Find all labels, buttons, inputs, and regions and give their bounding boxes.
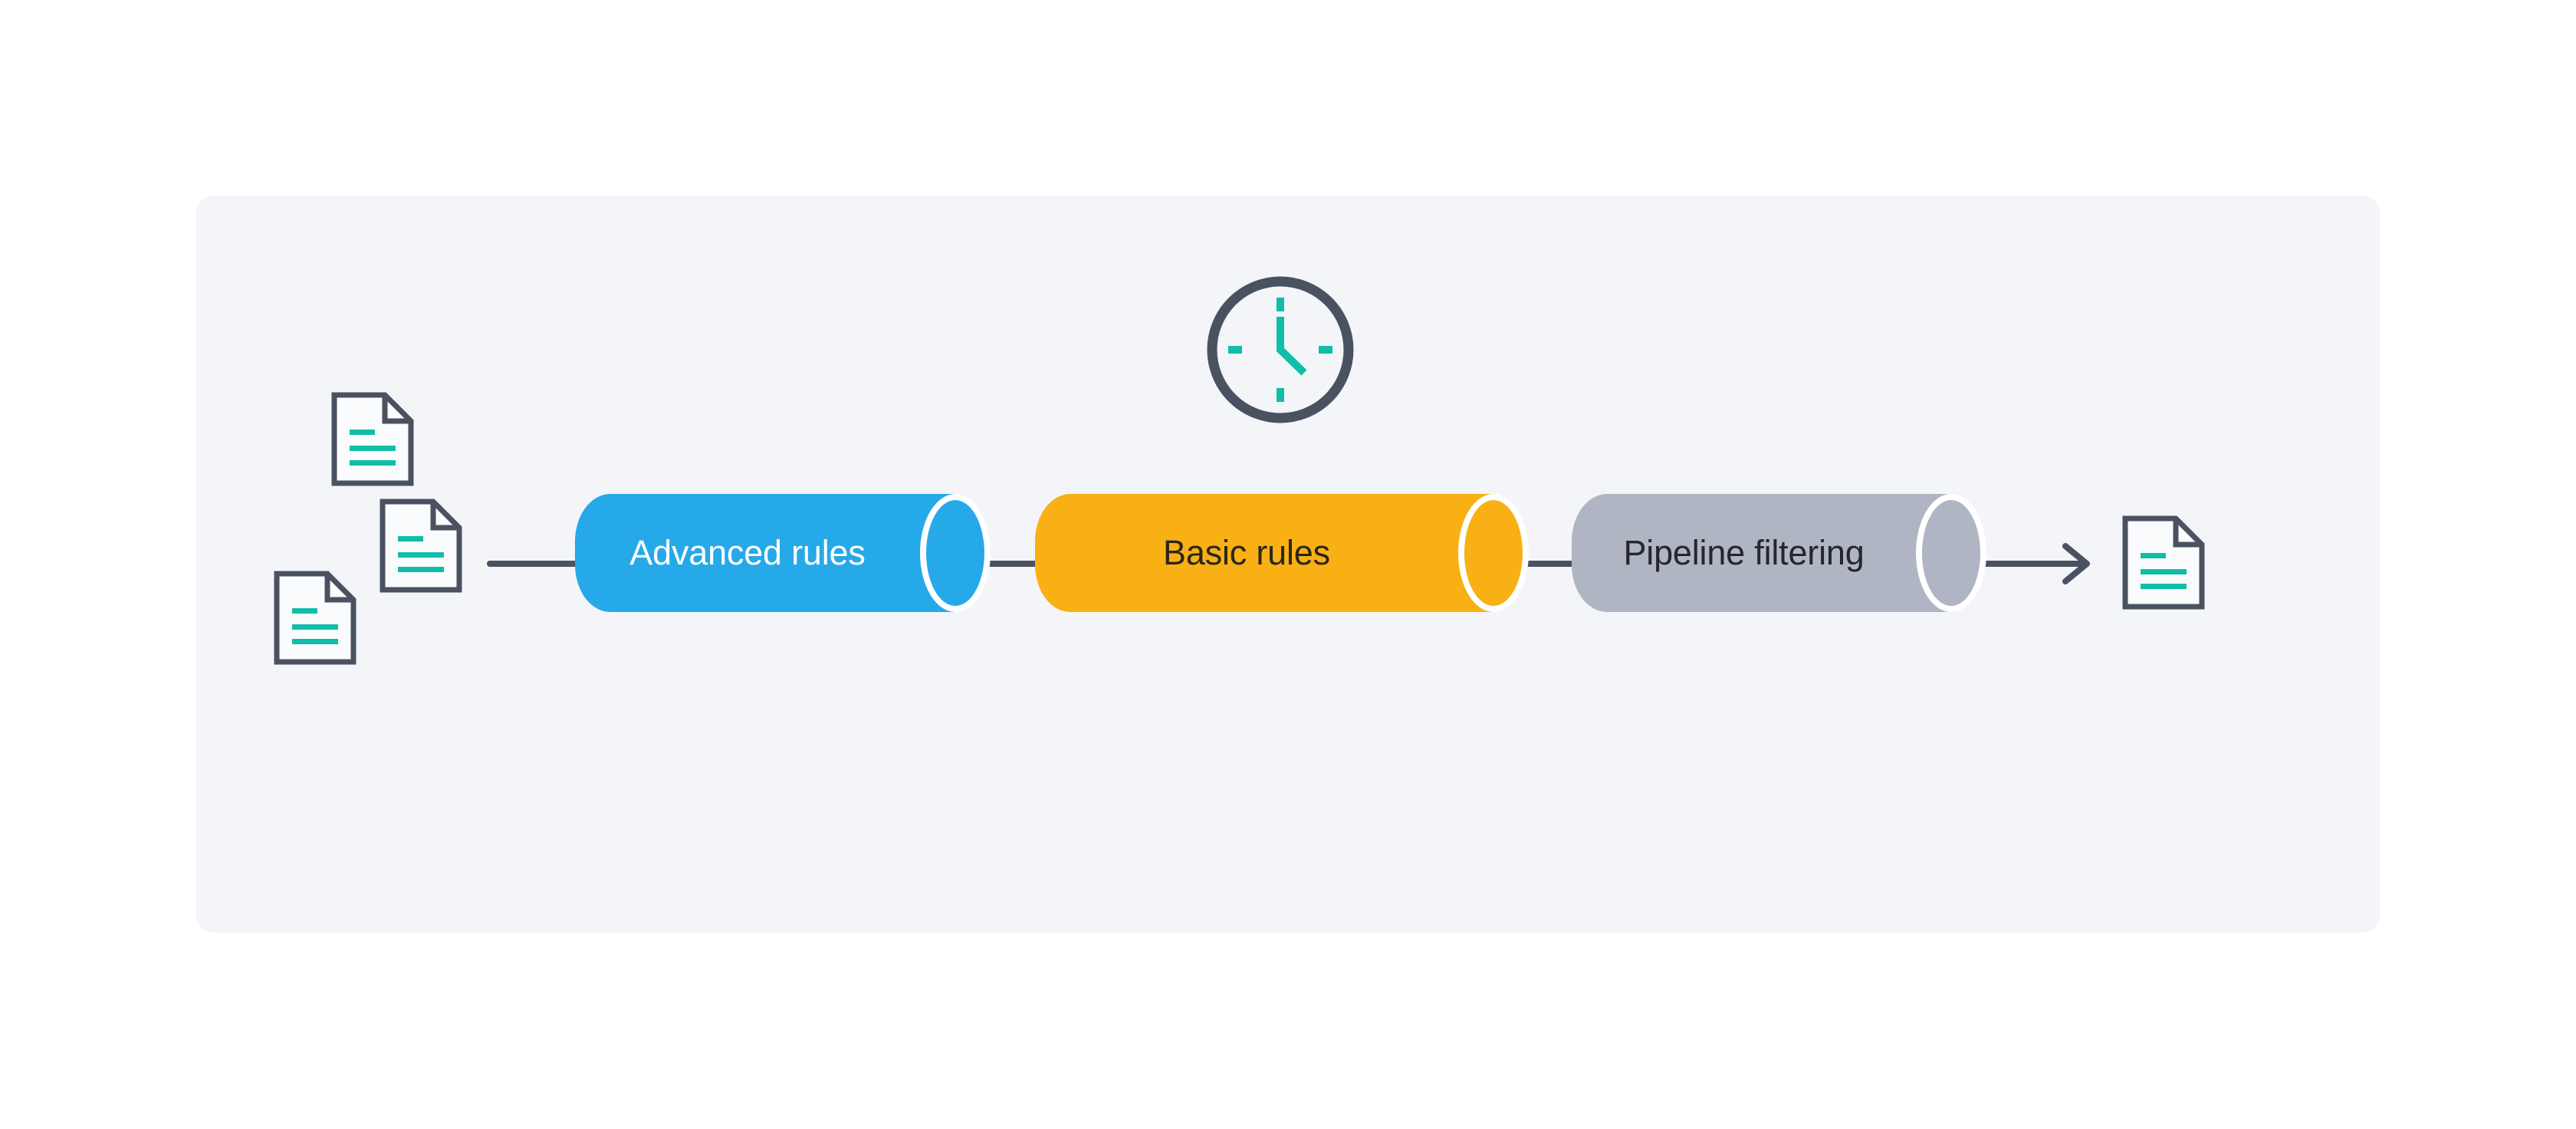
clock-hands [1276,317,1307,376]
cylinder-body [1572,494,1951,612]
document-outline [274,571,356,665]
document-icon [380,499,462,593]
document-text-line [292,639,338,644]
cylinder-body [1035,494,1493,612]
document-text-line [292,608,317,614]
arrow-right-icon [1980,543,2090,584]
document-text-line [2141,584,2187,589]
document-text-line [2141,553,2166,558]
cylinder-cap [1458,494,1529,612]
stage-advanced-rules: Advanced rules [575,494,991,612]
stage-basic-rules: Basic rules [1035,494,1529,612]
document-fold [2173,518,2202,548]
document-text-line [398,552,444,558]
cylinder-cap [1916,494,1986,612]
cylinder-cap [920,494,991,612]
stage-pipeline-filtering: Pipeline filtering [1572,494,1986,612]
document-icon [331,392,414,486]
stage-label: Pipeline filtering [1623,533,1865,572]
document-outline [2122,515,2205,610]
document-text-line [350,460,396,466]
document-text-line [398,567,444,572]
document-fold [324,574,353,603]
stage-label: Basic rules [1163,533,1330,572]
connector-line [487,561,580,567]
document-outline [380,499,462,593]
clock-ring [1207,276,1354,423]
document-outline [331,392,414,486]
document-text-line [292,624,338,630]
cylinder-body [575,494,955,612]
document-fold [382,395,411,424]
document-text-line [350,446,396,451]
document-icon [274,571,356,665]
document-text-line [350,430,375,435]
connector-line [986,561,1040,567]
document-text-line [398,536,423,541]
connector-line [1524,561,1576,567]
document-fold [430,502,459,531]
stage-label: Advanced rules [629,533,866,572]
clock-icon [1207,276,1354,423]
document-icon [2122,515,2205,610]
document-text-line [2141,569,2187,574]
arrow-head [2062,543,2090,584]
